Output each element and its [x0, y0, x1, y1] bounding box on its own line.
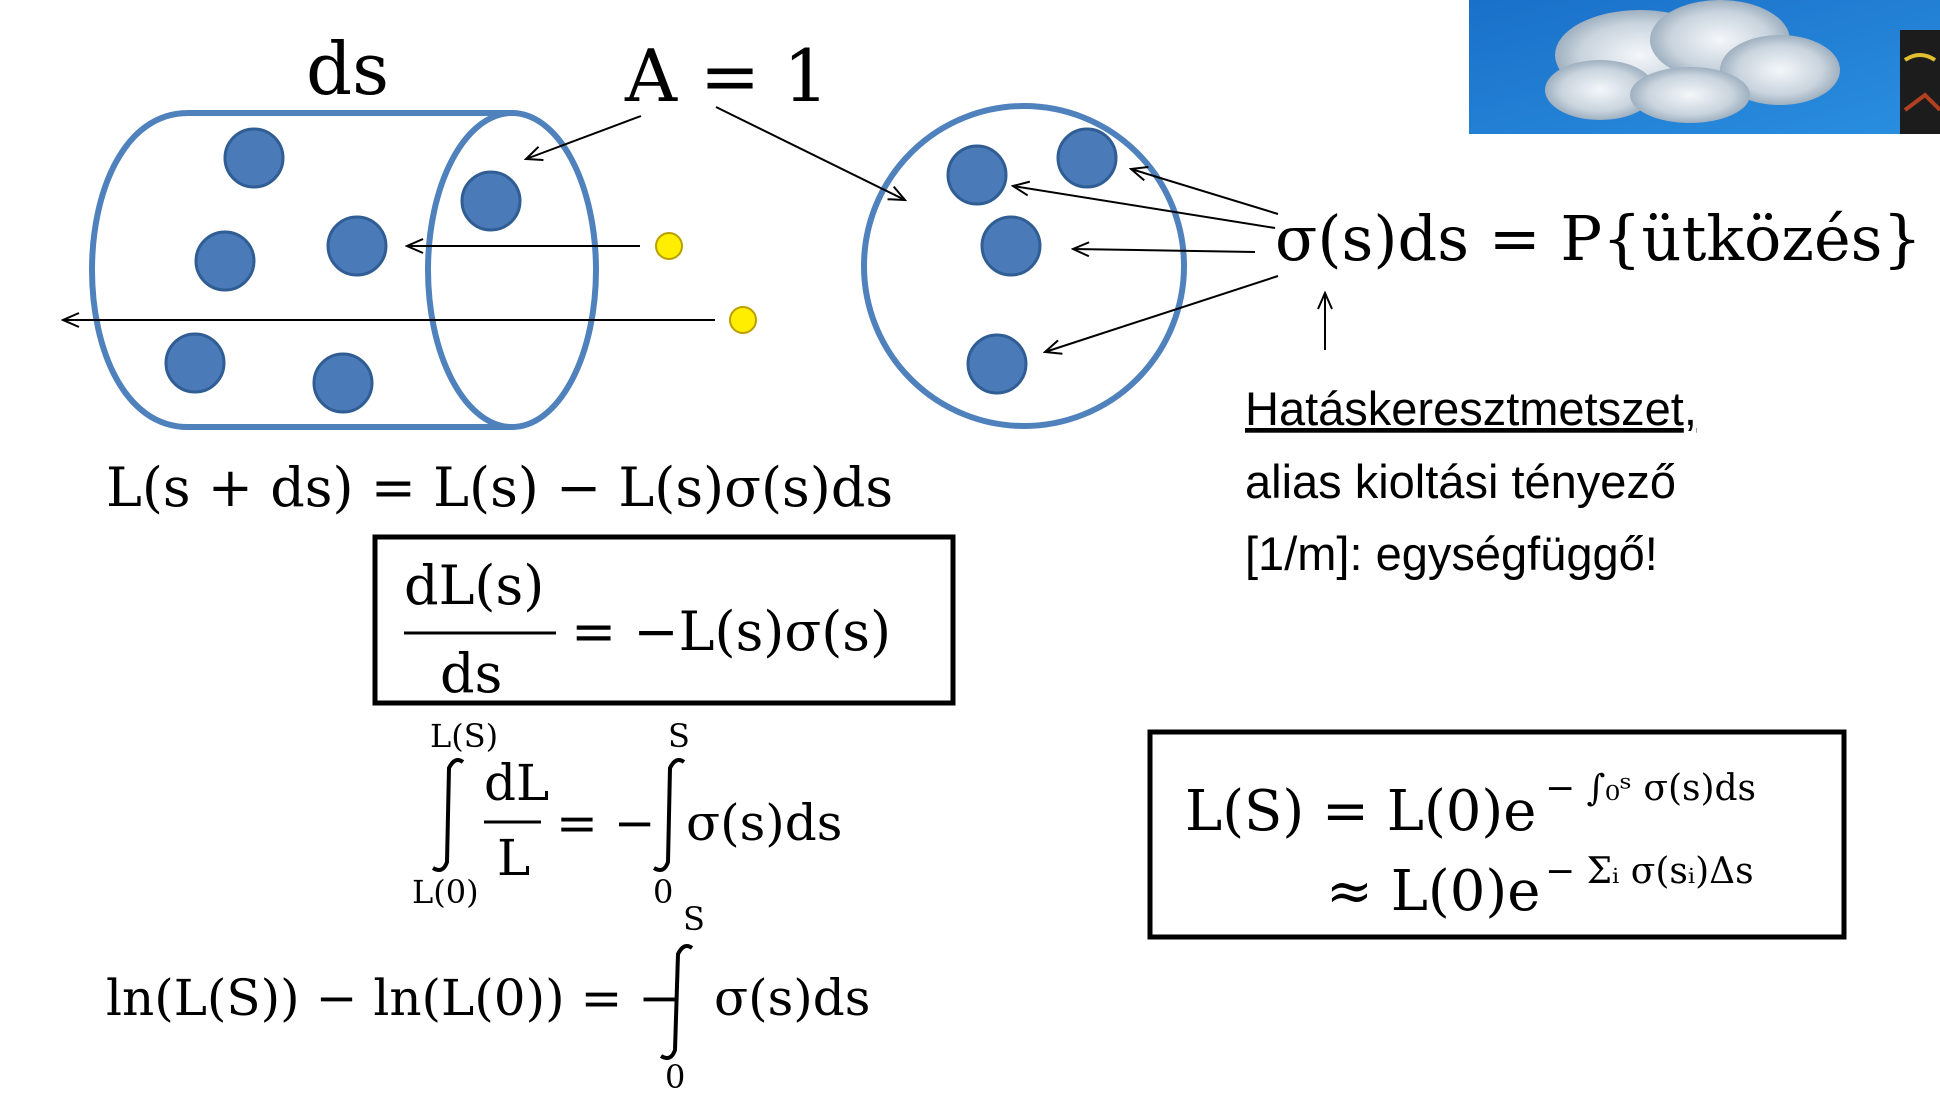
- cylinder-volume: [89, 110, 599, 430]
- integral-rhs-equals: = −: [556, 794, 656, 852]
- result-line2-base: ≈ L(0)e: [1326, 859, 1540, 924]
- integral-lower-right: 0: [653, 873, 673, 911]
- integral-frac-denominator: L: [497, 829, 530, 887]
- result-line2-exponent: − Σᵢ σ(sᵢ)Δs: [1545, 851, 1754, 892]
- particle: [326, 215, 388, 277]
- disk-particles: [946, 127, 1118, 395]
- integral-lower-left: L(0): [412, 873, 479, 911]
- particle: [1056, 127, 1118, 189]
- cylinder-particles: [164, 127, 522, 414]
- equation-difference: L(s + ds) = L(s) − L(s)σ(s)ds: [106, 456, 893, 519]
- photon: [655, 232, 683, 260]
- cloud-image-icon: [1469, 0, 1940, 134]
- integral-frac-numerator: dL: [484, 754, 549, 812]
- integral-sign: [659, 944, 694, 1060]
- integral-upper-right: S: [668, 717, 690, 755]
- integral-sign: [431, 758, 465, 872]
- particle: [980, 215, 1042, 277]
- sigma-arrow: [1013, 186, 1276, 229]
- sigma-arrow: [1073, 249, 1256, 252]
- result-box: [1147, 729, 1847, 940]
- particle: [966, 333, 1028, 395]
- ln-body: σ(s)ds: [714, 969, 870, 1027]
- integral-rhs-body: σ(s)ds: [686, 794, 842, 852]
- integral-upper-left: L(S): [430, 717, 498, 755]
- particle: [460, 170, 522, 232]
- area-arrow-right: [715, 106, 905, 200]
- cross-section-term: Hatáskeresztmetszet,: [1245, 382, 1697, 435]
- derivative-rhs: = −L(s)σ(s): [571, 600, 891, 663]
- photon: [729, 306, 757, 334]
- result-line1-base: L(S) = L(0)e: [1185, 779, 1536, 844]
- ln-upper: S: [683, 900, 705, 938]
- unit-line: [1/m]: egységfüggő!: [1245, 527, 1658, 580]
- ln-equation-lhs: ln(L(S)) − ln(L(0)) = −: [106, 969, 680, 1027]
- ds-label: ds: [306, 27, 389, 111]
- particle: [164, 332, 226, 394]
- particle: [194, 230, 256, 292]
- particle: [946, 144, 1008, 206]
- area-label: A = 1: [624, 34, 829, 118]
- sigma-arrow: [1131, 169, 1279, 215]
- derivative-numerator: dL(s): [404, 554, 544, 617]
- result-line1-exponent: − ∫₀ˢ σ(s)ds: [1545, 768, 1756, 809]
- particle: [312, 352, 374, 414]
- cross-section-disk: [861, 103, 1187, 429]
- area-arrow-left: [526, 115, 642, 159]
- alias-line: alias kioltási tényező: [1245, 455, 1676, 508]
- sigma-arrow: [1045, 275, 1279, 352]
- integral-sign: [652, 758, 686, 872]
- sigma-prob-label: σ(s)ds = P{ütközés}: [1275, 202, 1922, 275]
- ln-lower: 0: [665, 1058, 685, 1096]
- particle: [223, 127, 285, 189]
- derivative-box: [372, 534, 956, 706]
- derivative-denominator: ds: [440, 642, 502, 705]
